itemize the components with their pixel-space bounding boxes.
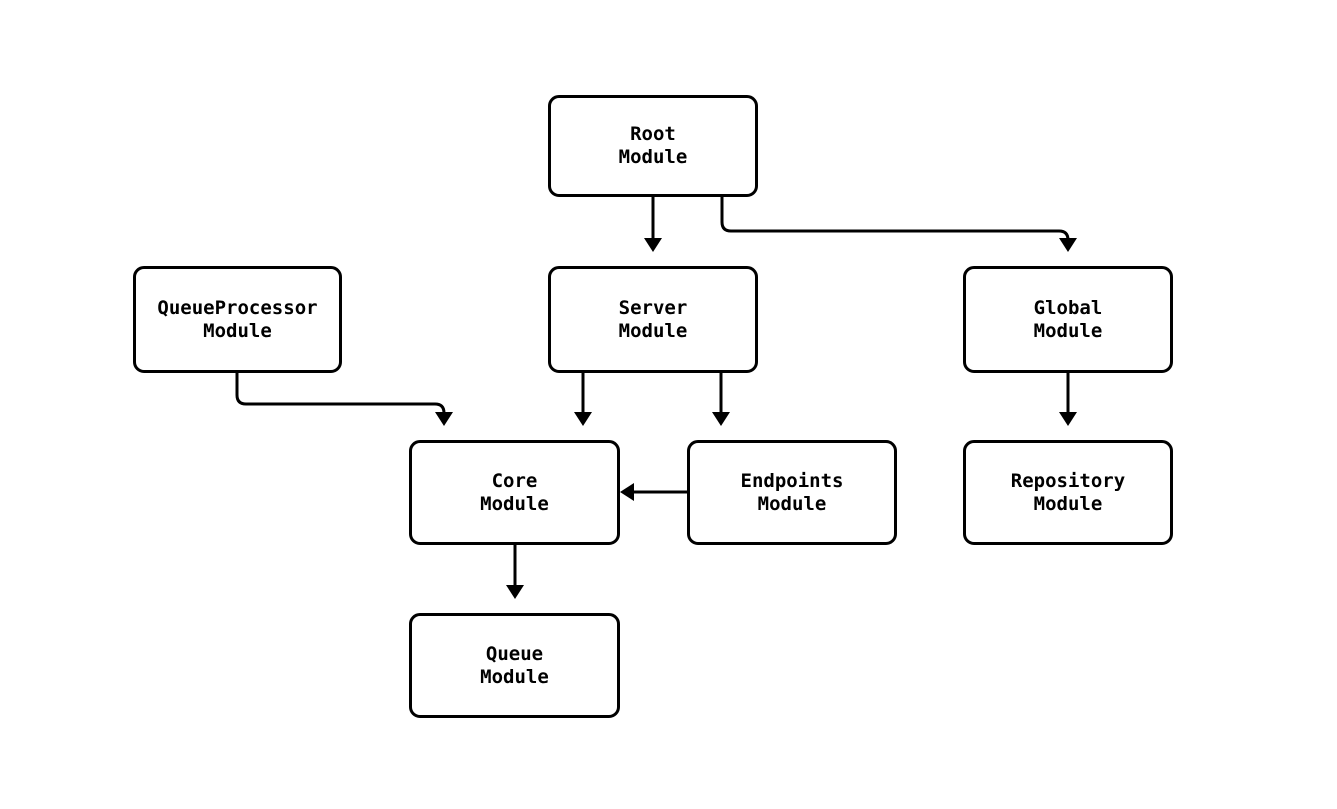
node-endpoints[interactable]: Endpoints Module bbox=[687, 440, 897, 545]
node-repository-line2: Module bbox=[1033, 492, 1103, 515]
edge-endpoints-to-core bbox=[620, 483, 687, 501]
node-core-line1: Core bbox=[491, 469, 538, 492]
edge-server-to-core bbox=[574, 373, 592, 426]
edge-server-to-endpoints bbox=[712, 373, 730, 426]
node-queueprocessor[interactable]: QueueProcessor Module bbox=[133, 266, 342, 373]
node-queue[interactable]: Queue Module bbox=[409, 613, 620, 718]
node-queue-line2: Module bbox=[480, 665, 549, 688]
node-core-line2: Module bbox=[480, 492, 549, 515]
node-core[interactable]: Core Module bbox=[409, 440, 620, 545]
node-global-line2: Module bbox=[1033, 319, 1103, 342]
edge-root-to-server bbox=[644, 197, 662, 252]
node-server-line1: Server bbox=[618, 296, 688, 319]
node-server-line2: Module bbox=[618, 319, 688, 342]
edge-root-to-global bbox=[720, 197, 1077, 252]
node-queueprocessor-line1: QueueProcessor bbox=[157, 296, 318, 319]
edge-core-to-queue bbox=[506, 545, 524, 599]
node-endpoints-line1: Endpoints bbox=[740, 469, 844, 492]
node-root[interactable]: Root Module bbox=[548, 95, 758, 197]
edge-queueprocessor-to-core bbox=[235, 373, 453, 426]
node-queueprocessor-line2: Module bbox=[203, 319, 272, 342]
node-server[interactable]: Server Module bbox=[548, 266, 758, 373]
node-global[interactable]: Global Module bbox=[963, 266, 1173, 373]
node-root-line2: Module bbox=[618, 146, 688, 168]
edge-global-to-repository bbox=[1059, 373, 1077, 426]
node-repository-line1: Repository bbox=[1010, 469, 1126, 492]
node-repository[interactable]: Repository Module bbox=[963, 440, 1173, 545]
node-root-line1: Root bbox=[630, 123, 676, 145]
node-endpoints-line2: Module bbox=[757, 492, 827, 515]
node-queue-line1: Queue bbox=[485, 642, 544, 665]
node-global-line1: Global bbox=[1033, 296, 1103, 319]
